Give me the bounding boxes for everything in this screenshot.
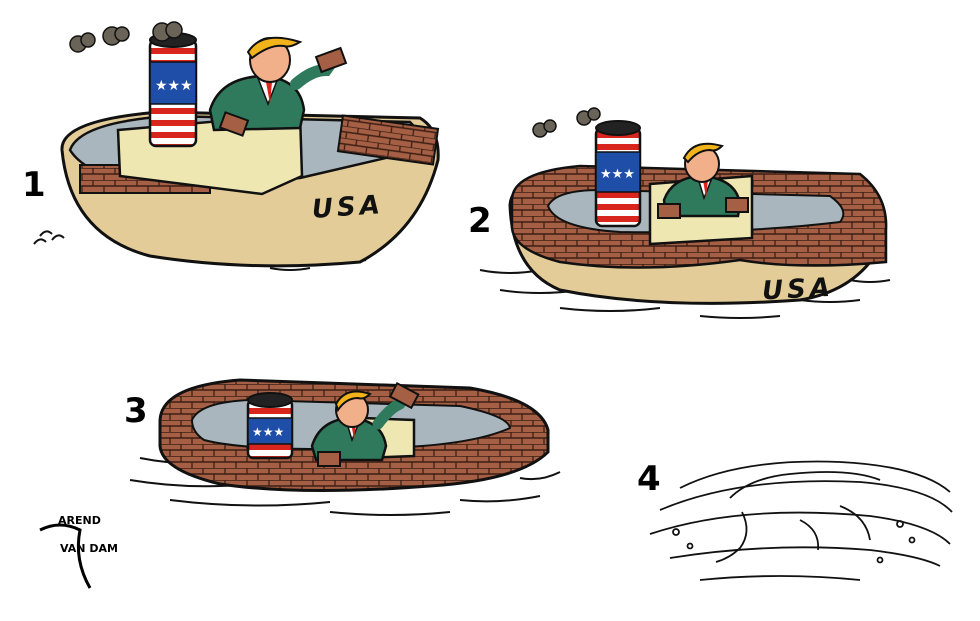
panel-2-smoke: [532, 107, 601, 138]
panel-1-man: [208, 36, 348, 137]
panel-1-hull-label: USA: [311, 190, 385, 225]
panel-2: 2 ★★★ USA: [468, 107, 891, 319]
artist-signature: AREND VAN DAM: [39, 514, 118, 589]
panel-2-brick-in-hand-right: [725, 197, 749, 213]
panel-3-brick-in-hand: [388, 381, 420, 410]
panel-3-star-icon: ★★★: [252, 425, 284, 439]
panel-3-smokestack: ★★★: [246, 392, 294, 460]
panel-1-brick-wall-right: [336, 114, 440, 166]
signature-line-1: AREND: [58, 514, 101, 527]
panel-4-number: 4: [637, 459, 661, 499]
panel-2-hull-label: USA: [761, 273, 834, 307]
panel-2-number: 2: [468, 201, 492, 241]
panel-4: 4: [637, 459, 953, 581]
panel-1-smoke: [69, 21, 183, 53]
panel-2-star-icon: ★★★: [600, 167, 635, 182]
panel-3-brick-in-hand-left: [317, 451, 341, 467]
panel-1-smokestack: ★★★: [148, 32, 198, 148]
panel-2-brick-in-hand: [657, 203, 681, 219]
panel-3-man: [310, 381, 420, 467]
signature-line-2: VAN DAM: [60, 542, 118, 555]
panel-1-brick-in-hand-left: [218, 111, 250, 137]
panel-1: 1 ★★★: [22, 21, 440, 271]
panel-1-brick-in-hand: [314, 46, 348, 74]
panel-2-man: [657, 142, 749, 219]
panel-4-sinking-ripples: [649, 460, 953, 581]
panel-2-smokestack: ★★★: [594, 120, 642, 228]
panel-1-star-icon: ★★★: [155, 78, 193, 94]
panel-1-number: 1: [22, 165, 46, 205]
panel-3: 3 ★★★: [124, 378, 561, 516]
panel-3-number: 3: [124, 391, 148, 431]
